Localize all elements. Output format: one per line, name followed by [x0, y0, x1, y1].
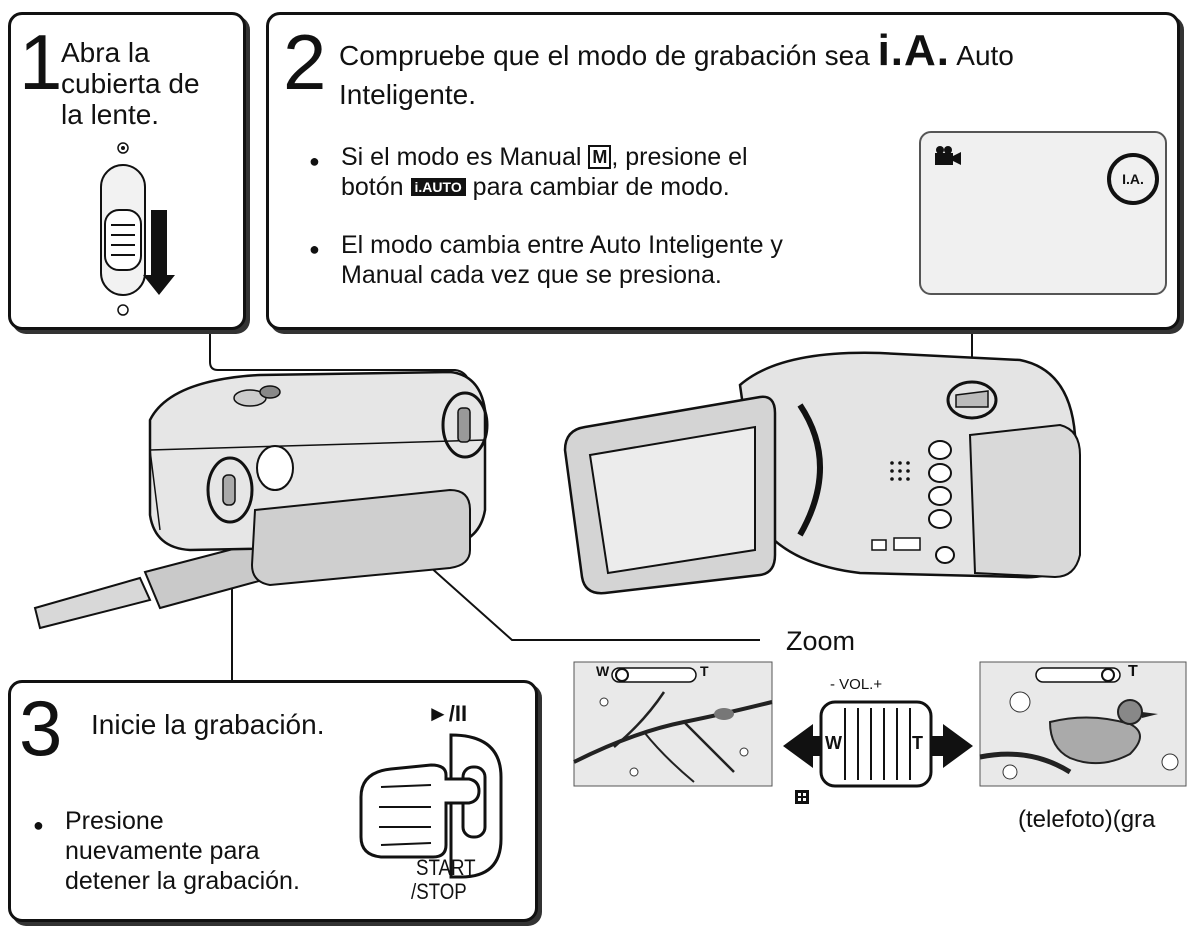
zoom-lever-icon[interactable]	[783, 696, 983, 796]
step3-bullet-line1: Presione	[65, 807, 164, 835]
zoom-label: Zoom	[786, 626, 856, 656]
tele-t-mark: T	[1128, 663, 1138, 680]
step1-number: 1	[19, 18, 62, 106]
wide-grid-icon	[795, 790, 809, 804]
movie-camera-icon	[935, 146, 961, 165]
bullet1-text-b: , presione el	[611, 143, 748, 171]
lens-cover-slider-icon	[100, 142, 175, 316]
manual-mode-icon: M	[588, 145, 612, 169]
bullet-dot: ●	[309, 151, 320, 171]
step1-box: 1 Abra la cubierta de la lente.	[8, 12, 246, 330]
step2-box: 2 Compruebe que el modo de grabación sea…	[266, 12, 1180, 330]
wide-w-mark: W	[596, 663, 610, 679]
step3-box: 3 Inicie la grabación. ● Presione nuevam…	[8, 680, 538, 922]
step3-number: 3	[19, 684, 62, 772]
start-label: START	[416, 855, 476, 880]
bullet1-text-d: para cambiar de modo.	[472, 173, 730, 201]
wide-t-mark: T	[700, 663, 709, 679]
step3-bullet-line3: detener la grabación.	[65, 867, 300, 895]
step2-bullet2-line1: El modo cambia entre Auto Inteligente y	[341, 231, 783, 259]
step2-bullet1-line2: botón i.AUTO para cambiar de modo.	[341, 173, 730, 202]
start-stop-button-illustration[interactable]	[351, 727, 511, 887]
step2-title-after: Auto	[956, 40, 1014, 71]
bullet1-text-c: botón	[341, 173, 404, 201]
step2-bullet2-line2: Manual cada vez que se presiona.	[341, 261, 722, 289]
camcorder-lcd-illustration	[563, 351, 1081, 595]
step2-title-line2: Inteligente.	[339, 79, 476, 110]
camcorder-front-illustration	[33, 370, 489, 630]
step3-title: Inicie la grabación.	[91, 709, 325, 740]
step1-line1: Abra la	[61, 37, 150, 68]
step3-bullet-line2: nuevamente para	[65, 837, 260, 865]
step2-title-before: Compruebe que el modo de grabación sea	[339, 40, 870, 71]
iauto-button-icon: i.AUTO	[410, 178, 466, 196]
bullet-dot: ●	[33, 815, 44, 835]
play-pause-label: ►/II	[427, 701, 468, 726]
step1-line3: la lente.	[61, 99, 160, 130]
lcd-screen: I.A.	[919, 131, 1167, 295]
step2-number: 2	[283, 18, 326, 106]
lever-w-label: W	[825, 733, 842, 753]
step1-line2: cubierta de	[61, 68, 200, 99]
wide-angle-thumbnail	[573, 661, 773, 787]
screen-ia-badge: I.A.	[1107, 153, 1159, 205]
telephoto-thumbnail	[979, 661, 1187, 787]
bullet-dot: ●	[309, 239, 320, 259]
bullet1-text-a: Si el modo es Manual	[341, 143, 582, 171]
step2-title: Compruebe que el modo de grabación sea i…	[339, 29, 1014, 73]
stop-label: /STOP	[411, 879, 467, 904]
vol-label: - VOL.+	[830, 676, 883, 693]
telefoto-label: (telefoto)(gra	[1018, 806, 1156, 833]
screen-ia-text: I.A.	[1122, 171, 1144, 187]
step2-bullet1-line1: Si el modo es Manual M, presione el	[341, 143, 748, 172]
ia-mode-badge: i.A.	[877, 26, 951, 75]
lever-t-label: T	[912, 733, 923, 753]
